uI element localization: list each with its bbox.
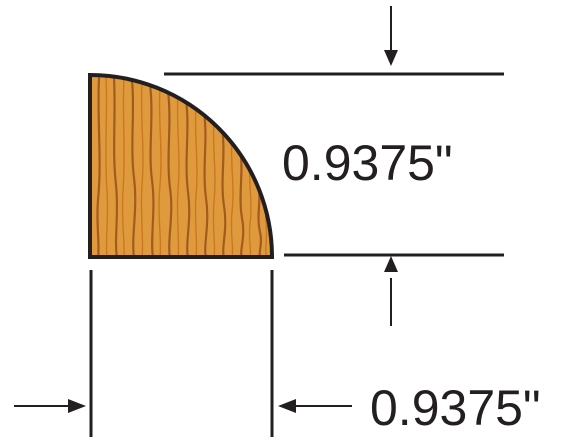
height-dimension: 0.9375": [164, 6, 504, 326]
left-arrow-icon: [278, 399, 352, 413]
height-dimension-label: 0.9375": [282, 135, 453, 191]
right-arrow-icon: [14, 399, 86, 413]
wood-grain: [96, 76, 268, 257]
width-dimension: 0.9375": [14, 270, 541, 437]
up-arrow-icon: [384, 256, 398, 326]
quarter-round-profile: [88, 72, 275, 259]
profile-outline: [88, 72, 275, 259]
down-arrow-icon: [384, 6, 398, 66]
width-dimension-label: 0.9375": [370, 380, 541, 436]
